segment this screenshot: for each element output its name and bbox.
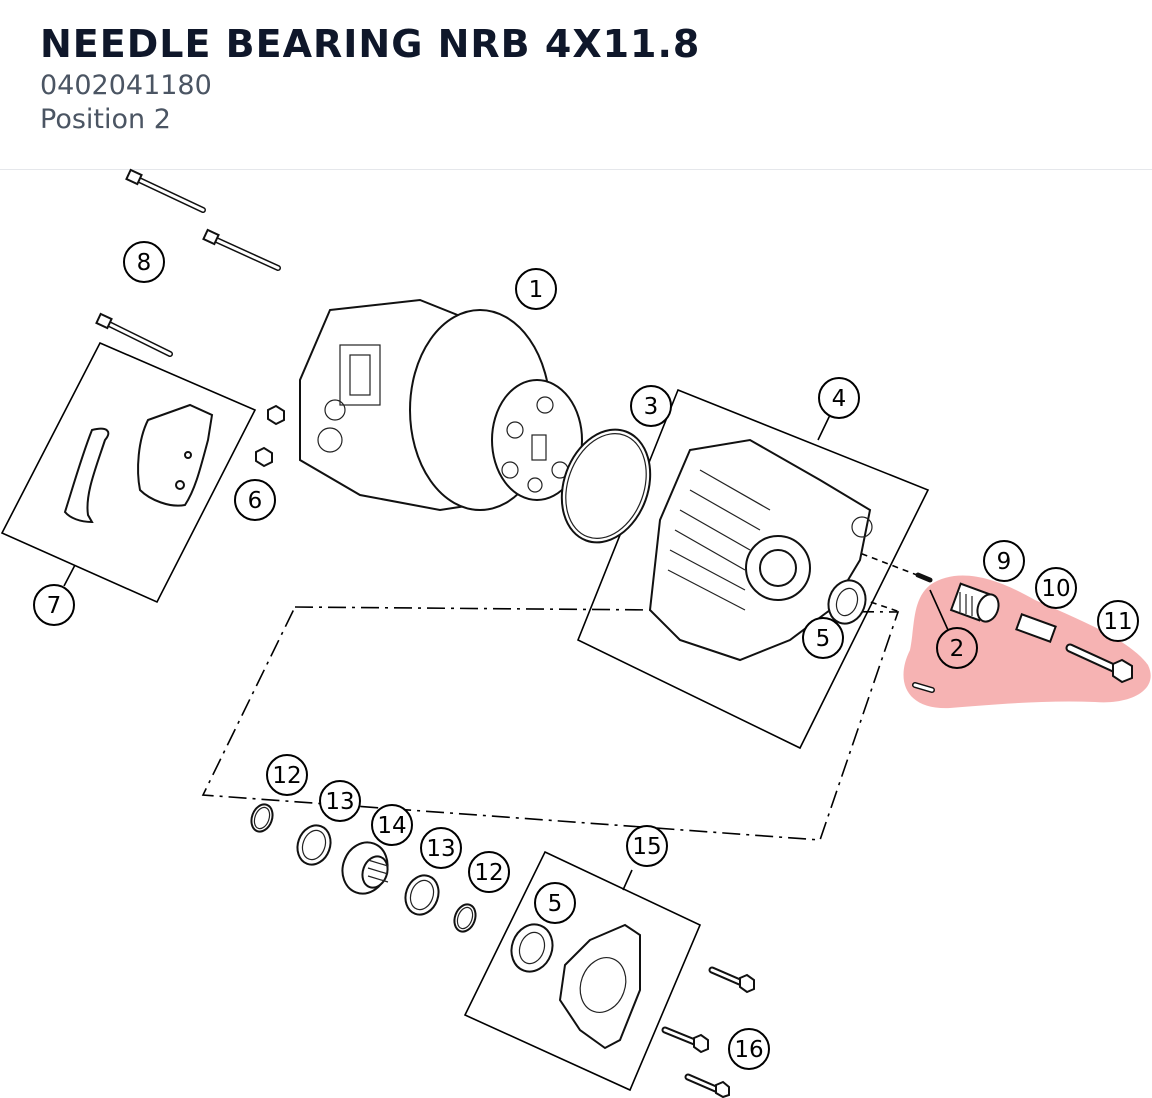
callout-label: 13: [325, 789, 354, 815]
nut-icon: [255, 446, 273, 468]
motor-unit: [299, 298, 583, 512]
callout-label: 10: [1041, 576, 1070, 602]
leader-line-15: [622, 869, 633, 891]
end-cover: [558, 923, 641, 1050]
part-header: NEEDLE BEARING NRB 4X11.8 0402041180 Pos…: [0, 0, 1152, 170]
callout-1[interactable]: 1: [515, 268, 557, 310]
callout-13-right[interactable]: 13: [420, 827, 462, 869]
washer-ring: [404, 874, 440, 916]
leader-line-2: [929, 589, 949, 631]
sleeve: [1015, 613, 1057, 643]
bracket-strap: [63, 427, 110, 524]
group-box-7: [0, 341, 257, 604]
nut-icon: [267, 404, 285, 426]
callout-label: 8: [137, 250, 152, 276]
needle-bearing-pin-small: [915, 572, 933, 583]
screw-hole: [175, 480, 185, 490]
hex-bolt: [1065, 643, 1133, 684]
callout-label: 15: [632, 834, 661, 860]
callout-label: 7: [47, 593, 62, 619]
shaft-seal: [827, 579, 867, 625]
cover-plate: [137, 403, 214, 507]
callout-4[interactable]: 4: [818, 377, 860, 419]
callout-label: 5: [548, 891, 563, 917]
leader-5: [849, 594, 901, 613]
callout-label: 11: [1103, 609, 1132, 635]
bolt-icon: [125, 168, 206, 213]
callout-5-lower[interactable]: 5: [534, 882, 576, 924]
part-title: NEEDLE BEARING NRB 4X11.8: [40, 22, 701, 66]
callout-label: 9: [997, 549, 1012, 575]
callout-label: 5: [816, 626, 831, 652]
needle-bearing-pin: [912, 682, 935, 693]
callout-3[interactable]: 3: [630, 385, 672, 427]
callout-label: 14: [377, 813, 406, 839]
callout-label: 1: [529, 277, 544, 303]
dashdot-group-outline: [201, 606, 900, 841]
circlip-ring: [250, 803, 274, 833]
callout-12-right[interactable]: 12: [468, 851, 510, 893]
callout-6[interactable]: 6: [234, 479, 276, 521]
callout-label: 13: [426, 836, 455, 862]
callout-label: 12: [474, 860, 503, 886]
callout-15[interactable]: 15: [626, 825, 668, 867]
bolt-icon: [708, 966, 755, 994]
callout-label: 2: [950, 636, 965, 662]
bolt-icon: [684, 1073, 730, 1098]
callout-8[interactable]: 8: [123, 241, 165, 283]
callout-12-left[interactable]: 12: [266, 754, 308, 796]
circlip-ring: [453, 903, 477, 933]
callout-5-upper[interactable]: 5: [802, 617, 844, 659]
part-position: Position 2: [40, 104, 171, 135]
callout-label: 12: [272, 763, 301, 789]
callout-10[interactable]: 10: [1035, 567, 1077, 609]
callout-9[interactable]: 9: [983, 540, 1025, 582]
spline-gear: [949, 582, 1000, 623]
bolt-icon: [95, 312, 173, 357]
callout-label: 4: [832, 386, 847, 412]
o-ring: [560, 428, 652, 544]
callout-7[interactable]: 7: [33, 584, 75, 626]
callout-13-left[interactable]: 13: [319, 780, 361, 822]
part-number: 0402041180: [40, 70, 212, 101]
callout-label: 6: [248, 488, 263, 514]
callout-16[interactable]: 16: [728, 1028, 770, 1070]
bolt-icon: [661, 1026, 709, 1054]
callout-label: 16: [734, 1037, 763, 1063]
screw-hole: [184, 451, 192, 459]
callout-2[interactable]: 2: [936, 627, 978, 669]
callout-14[interactable]: 14: [371, 804, 413, 846]
shaft-seal: [510, 923, 554, 973]
bolt-icon: [202, 228, 281, 271]
group-box-15: [463, 850, 702, 1092]
callout-11[interactable]: 11: [1097, 600, 1139, 642]
sprocket: [341, 841, 389, 895]
leader-line-4: [817, 414, 831, 441]
washer-ring: [296, 824, 332, 866]
leader-line-7: [63, 564, 76, 587]
group-box-4: [576, 388, 930, 750]
callout-label: 3: [644, 394, 659, 420]
